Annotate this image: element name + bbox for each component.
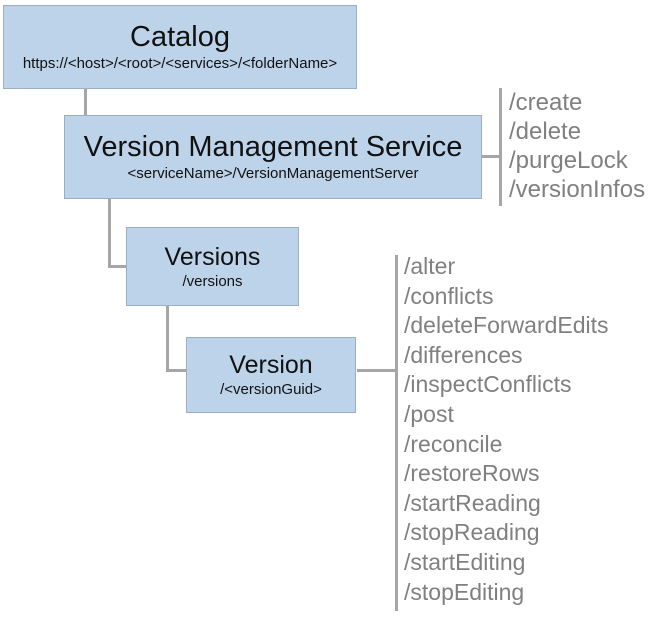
node-versions-path: /versions xyxy=(182,272,243,290)
operation-item: /delete xyxy=(509,118,582,145)
node-version-path: /<versionGuid> xyxy=(220,381,322,399)
operation-item: /reconcile xyxy=(404,430,503,457)
operations-rail-version xyxy=(395,255,398,611)
connector-vms-to-operations xyxy=(482,155,501,158)
node-versions: Versions /versions xyxy=(126,227,299,306)
node-catalog: Catalog https://<host>/<root>/<services>… xyxy=(3,5,357,89)
node-version: Version /<versionGuid> xyxy=(186,337,356,413)
node-catalog-title: Catalog xyxy=(130,20,230,53)
operation-item: /stopReading xyxy=(404,519,540,546)
operation-item: /conflicts xyxy=(404,282,494,309)
operation-item: /startReading xyxy=(404,489,541,516)
connector-versions-to-version-vertical xyxy=(166,306,169,372)
operations-list-version-management-service: /create/delete/purgeLock/versionInfos xyxy=(509,88,649,204)
connector-version-to-operations xyxy=(357,369,397,372)
operation-item: /differences xyxy=(404,341,523,368)
operations-list-version: /alter/conflicts/deleteForwardEdits/diff… xyxy=(404,252,650,607)
connector-vms-to-versions-vertical xyxy=(108,199,111,268)
operation-item: /restoreRows xyxy=(404,460,540,487)
node-version-management-service: Version Management Service <serviceName>… xyxy=(64,115,482,199)
operation-item: /startEditing xyxy=(404,548,526,575)
operation-item: /inspectConflicts xyxy=(404,371,572,398)
node-version-management-service-title: Version Management Service xyxy=(83,130,463,163)
operation-item: /alter xyxy=(404,253,456,279)
operation-item: /create xyxy=(509,89,583,116)
operation-item: /post xyxy=(404,400,454,427)
node-catalog-path: https://<host>/<root>/<services>/<folder… xyxy=(22,55,338,73)
node-versions-title: Versions xyxy=(164,242,261,271)
node-version-management-service-path: <serviceName>/VersionManagementServer xyxy=(127,165,419,183)
operation-item: /versionInfos xyxy=(509,176,646,203)
node-version-title: Version xyxy=(229,351,313,379)
operation-item: /deleteForwardEdits xyxy=(404,312,609,339)
operations-rail-vms xyxy=(499,88,502,206)
operation-item: /stopEditing xyxy=(404,578,525,605)
operation-item: /purgeLock xyxy=(509,147,628,174)
